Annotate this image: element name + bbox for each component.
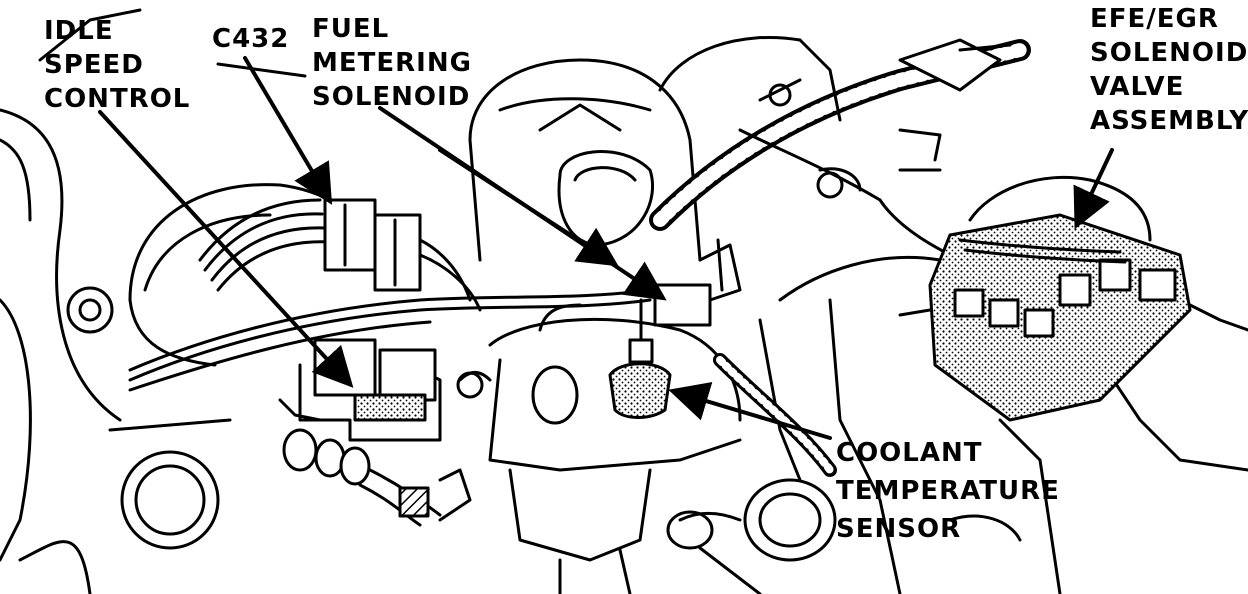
vacuum-canister [666, 478, 837, 594]
label-line: TEMPERATURE [836, 476, 1060, 506]
oil-filler-cap [108, 418, 232, 550]
leader-idle-speed-control [98, 110, 354, 388]
leader-c432 [243, 56, 333, 205]
label-line: CONTROL [44, 84, 191, 114]
corrugated-hose [649, 38, 1031, 231]
leader-efe-egr [1073, 148, 1114, 230]
intake-manifold-upper [658, 35, 962, 262]
efe-egr-solenoid-valve-assembly [898, 213, 1192, 422]
label-line: ASSEMBLY [1090, 106, 1248, 136]
engine-block-right [758, 175, 1248, 594]
label-fuel-metering-solenoid: FUEL METERING SOLENOID [312, 12, 472, 114]
label-line: EFE/EGR [1090, 4, 1219, 34]
coolant-hose [713, 353, 837, 477]
label-line: VALVE [1090, 72, 1185, 102]
fuel-metering-solenoid-body [653, 238, 742, 327]
left-fender [0, 8, 142, 594]
label-line: C432 [212, 24, 290, 54]
distributor-housing [468, 58, 702, 262]
label-line: SOLENOID [1090, 38, 1248, 68]
label-line: SOLENOID [312, 82, 471, 112]
label-line: METERING [312, 48, 472, 78]
label-line: SPEED [44, 50, 144, 80]
label-c432: C432 [212, 22, 289, 56]
label-line: IDLE [44, 16, 114, 46]
leader-fuel-metering-solenoid-secondary [438, 148, 619, 267]
label-line: FUEL [312, 14, 390, 44]
coolant-temperature-sensor [608, 298, 672, 419]
label-efe-egr-solenoid-valve-assembly: EFE/EGR SOLENOID VALVE ASSEMBLY [1090, 2, 1248, 138]
c432-connector [323, 198, 482, 312]
label-coolant-temperature-sensor: COOLANT TEMPERATURE SENSOR [836, 434, 1060, 548]
idle-speed-control-assembly [278, 338, 472, 527]
leader-c432-to-fuel [216, 62, 307, 78]
throttle-body [456, 303, 742, 594]
leader-coolant-temperature-sensor [668, 381, 832, 440]
label-line: SENSOR [836, 514, 962, 544]
label-line: COOLANT [836, 438, 983, 468]
label-idle-speed-control: IDLE SPEED CONTROL [44, 14, 190, 116]
